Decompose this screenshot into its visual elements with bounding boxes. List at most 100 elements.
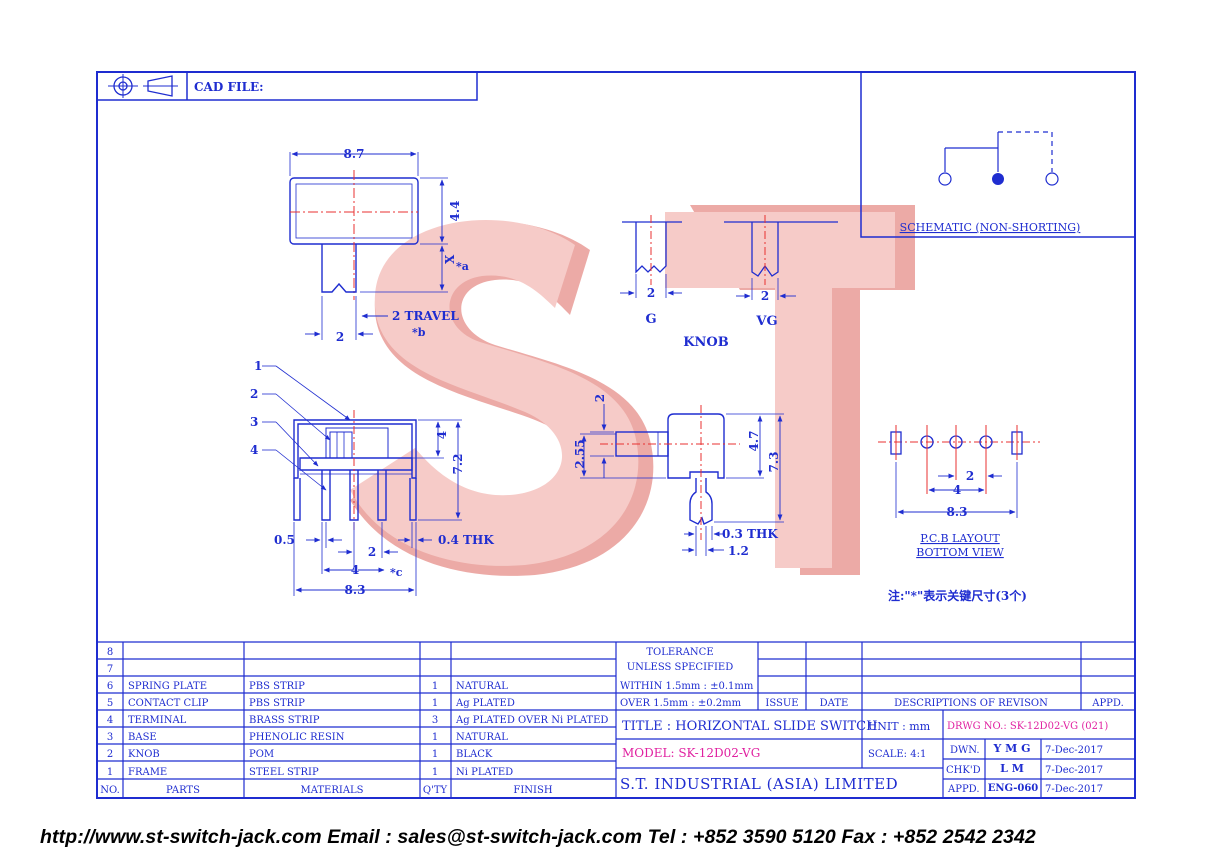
table-row: 6 SPRING PLATE PBS STRIP 1 NATURAL: [107, 681, 508, 692]
key-dimension-note: 注:"*"表示关键尺寸(3个): [888, 588, 1027, 603]
svg-text:DWN.: DWN.: [950, 745, 980, 756]
pcb-layout: [878, 425, 1040, 518]
svg-text:1: 1: [432, 767, 438, 778]
callout-3: 3: [250, 415, 258, 429]
table-row: 3 BASE PHENOLIC RESIN 1 NATURAL: [107, 732, 508, 743]
side-dim-255: 2.55: [573, 439, 587, 468]
svg-text:L M: L M: [1000, 762, 1024, 775]
svg-text:NATURAL: NATURAL: [456, 732, 508, 743]
svg-text:APPD.: APPD.: [1091, 698, 1124, 709]
svg-text:CHK'D: CHK'D: [946, 765, 981, 776]
table-row: 1 FRAME STEEL STRIP 1 Ni PLATED: [107, 767, 513, 778]
svg-text:1: 1: [432, 681, 438, 692]
knob-vg-view: [724, 215, 838, 300]
st-watermark: [350, 205, 915, 576]
company-name: S.T. INDUSTRIAL (ASIA) LIMITED: [620, 775, 898, 793]
svg-text:1: 1: [432, 732, 438, 743]
svg-text:TERMINAL: TERMINAL: [128, 715, 187, 726]
model: MODEL: SK-12D02-VG: [622, 746, 760, 760]
svg-text:FINISH: FINISH: [513, 785, 552, 796]
svg-text:7-Dec-2017: 7-Dec-2017: [1045, 765, 1103, 776]
svg-text:Ag PLATED OVER Ni PLATED: Ag PLATED OVER Ni PLATED: [455, 715, 608, 726]
front-dim-05: 0.5: [274, 533, 295, 547]
knob-vg-label: VG: [755, 314, 777, 329]
svg-text:STEEL STRIP: STEEL STRIP: [249, 767, 319, 778]
front-dim-4: 4: [435, 431, 449, 439]
svg-text:BLACK: BLACK: [456, 749, 493, 760]
svg-text:PBS STRIP: PBS STRIP: [249, 681, 305, 692]
bom-table-lines: [97, 641, 1135, 798]
front-dim-72: 7.2: [451, 454, 465, 475]
table-row: 4 TERMINAL BRASS STRIP 3 Ag PLATED OVER …: [107, 715, 609, 726]
svg-text:6: 6: [107, 681, 113, 692]
front-dim-pitch4-note: *c: [390, 566, 403, 579]
front-dim-2: 2: [368, 545, 376, 559]
table-row: 8: [107, 647, 113, 658]
drawing-number: DRWG NO.: SK-12D02-VG (021): [947, 721, 1108, 732]
svg-text:ISSUE: ISSUE: [765, 698, 798, 709]
title-block: TITLE : HORIZONTAL SLIDE SWITCH UNIT : m…: [620, 719, 1108, 795]
dim-x-note: *a: [456, 260, 469, 273]
svg-text:Y M G: Y M G: [992, 742, 1030, 755]
bom-table: 8 7 6 SPRING PLATE PBS STRIP 1 NATURAL 5…: [100, 647, 608, 796]
svg-text:PHENOLIC RESIN: PHENOLIC RESIN: [249, 732, 345, 743]
svg-text:3: 3: [107, 732, 113, 743]
front-dim-pitch4: 4: [351, 563, 359, 577]
knob-g-view: [620, 215, 682, 298]
cad-file-label: CAD FILE:: [194, 80, 264, 94]
svg-text:7: 7: [107, 664, 113, 675]
pcb-title-1: P.C.B LAYOUT: [920, 532, 1000, 545]
svg-text:Ni PLATED: Ni PLATED: [456, 767, 513, 778]
svg-text:MATERIALS: MATERIALS: [300, 785, 363, 796]
svg-text:APPD.: APPD.: [947, 784, 980, 795]
drawing-title: TITLE : HORIZONTAL SLIDE SWITCH: [622, 719, 877, 734]
svg-text:Q'TY: Q'TY: [423, 785, 448, 796]
knob-label: KNOB: [683, 335, 729, 350]
table-row: 5 CONTACT CLIP PBS STRIP 1 Ag PLATED: [107, 698, 515, 709]
front-view: [262, 365, 462, 596]
svg-text:DESCRIPTIONS OF REVISON: DESCRIPTIONS OF REVISON: [894, 698, 1048, 709]
svg-text:PARTS: PARTS: [166, 785, 200, 796]
svg-text:TOLERANCE: TOLERANCE: [646, 647, 713, 658]
callout-4: 4: [250, 443, 258, 457]
svg-text:ENG-060: ENG-060: [988, 783, 1039, 794]
svg-text:1: 1: [432, 749, 438, 760]
svg-text:CONTACT CLIP: CONTACT CLIP: [128, 698, 209, 709]
svg-text:NATURAL: NATURAL: [456, 681, 508, 692]
svg-text:BRASS STRIP: BRASS STRIP: [249, 715, 320, 726]
svg-text:FRAME: FRAME: [128, 767, 167, 778]
schematic-title: SCHEMATIC (NON-SHORTING): [900, 221, 1081, 234]
pcb-dim-83: 8.3: [947, 505, 968, 519]
svg-text:OVER 1.5mm : ±0.2mm: OVER 1.5mm : ±0.2mm: [620, 698, 742, 709]
pcb-title-2: BOTTOM VIEW: [916, 546, 1004, 559]
cad-file-header: CAD FILE:: [96, 71, 478, 101]
top-view: [289, 151, 448, 340]
callout-2: 2: [250, 387, 258, 401]
tolerance-block: TOLERANCE UNLESS SPECIFIED WITHIN 1.5mm …: [620, 647, 754, 709]
table-row: 2 KNOB POM 1 BLACK: [107, 749, 493, 760]
svg-text:NO.: NO.: [100, 785, 120, 796]
table-row: 7: [107, 664, 113, 675]
svg-text:5: 5: [107, 698, 113, 709]
svg-text:PBS STRIP: PBS STRIP: [249, 698, 305, 709]
svg-text:DATE: DATE: [820, 698, 849, 709]
side-dim-12: 1.2: [728, 544, 749, 558]
front-dim-83: 8.3: [345, 583, 366, 597]
svg-text:3: 3: [432, 715, 438, 726]
svg-text:7-Dec-2017: 7-Dec-2017: [1045, 745, 1103, 756]
dim-travel-note: *b: [412, 326, 426, 339]
side-dim-47: 4.7: [747, 431, 761, 452]
knob-g-label: G: [645, 312, 656, 327]
dim-x: X: [443, 254, 457, 264]
side-dim-73: 7.3: [767, 452, 781, 473]
schematic: SCHEMATIC (NON-SHORTING): [860, 71, 1136, 238]
side-view: [580, 404, 784, 556]
knob-vg-dim: 2: [761, 289, 769, 303]
footer-contact: http://www.st-switch-jack.com Email : sa…: [40, 826, 1036, 848]
svg-text:POM: POM: [249, 749, 274, 760]
svg-text:4: 4: [107, 715, 113, 726]
pcb-dim-2: 2: [966, 469, 974, 483]
svg-text:1: 1: [107, 767, 113, 778]
dim-height: 4.4: [448, 201, 462, 222]
side-dim-2: 2: [593, 394, 607, 402]
